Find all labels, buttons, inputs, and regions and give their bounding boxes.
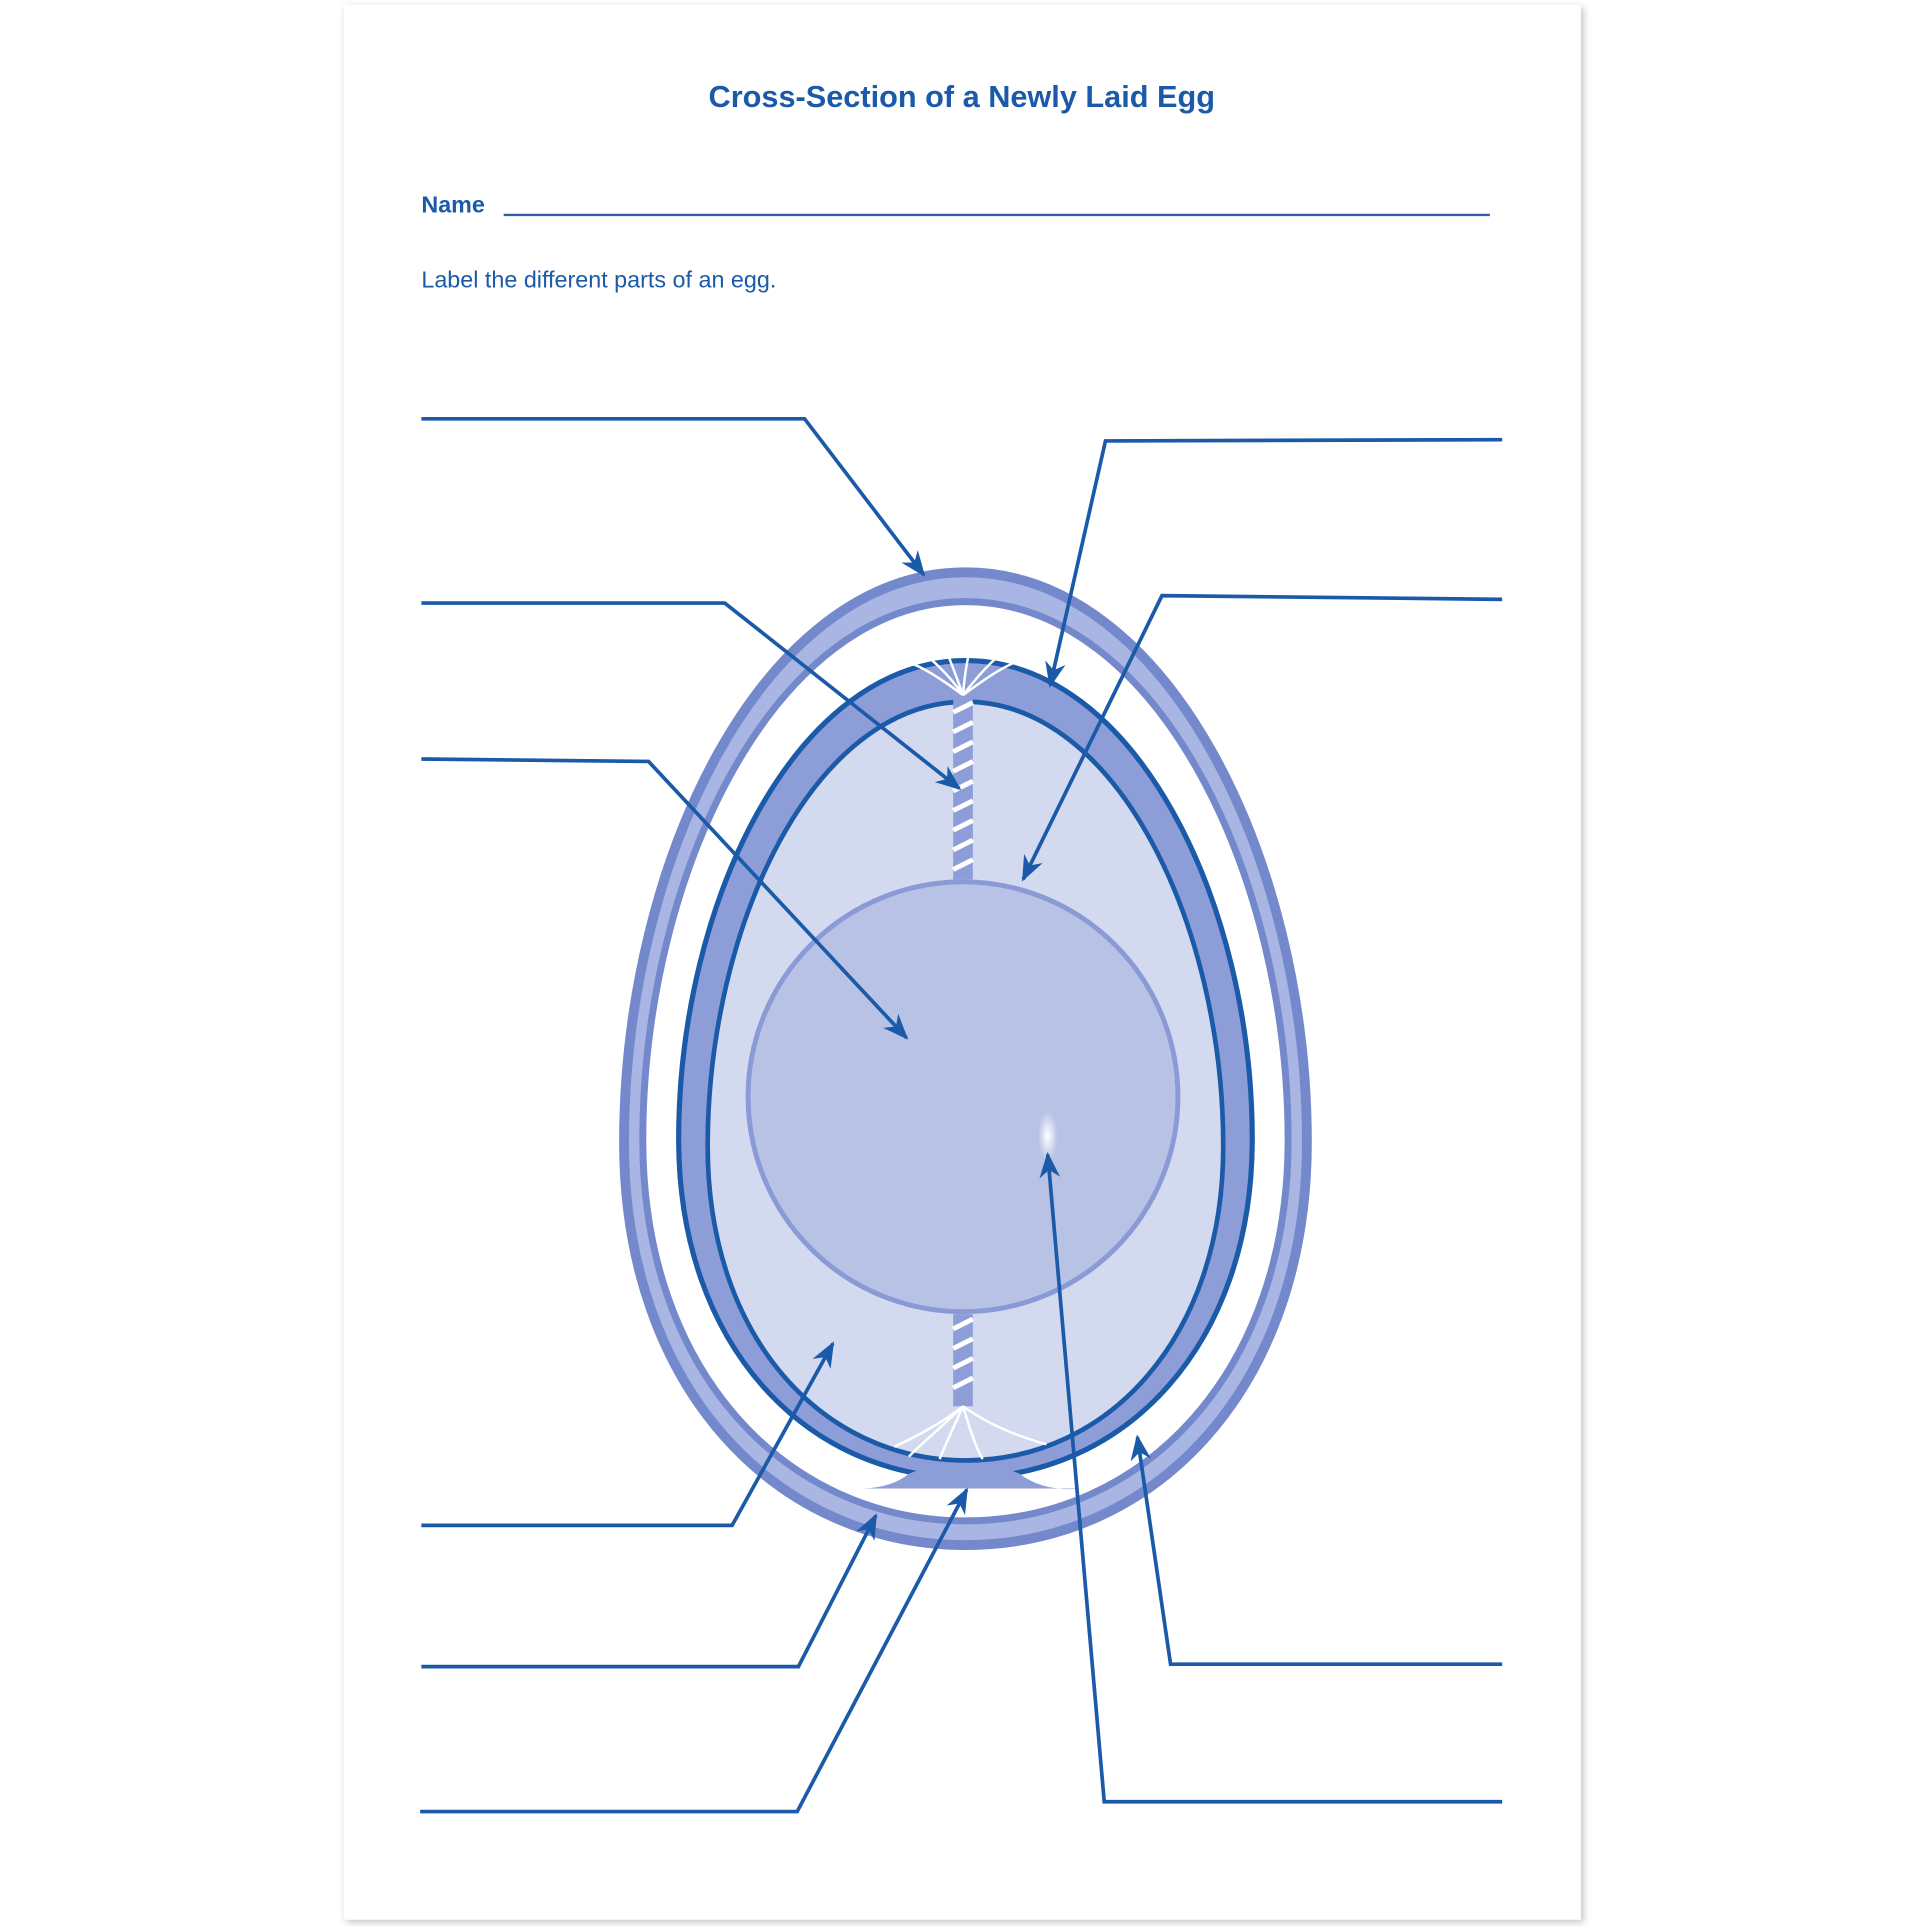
- egg-diagram: [624, 572, 1307, 1545]
- germinal-disc: [1037, 1111, 1058, 1161]
- chalaza-bottom: [893, 1314, 1047, 1460]
- label-line-chalaza[interactable]: [421, 601, 962, 791]
- label-line-yolk[interactable]: [421, 757, 909, 1040]
- label-leaders: [420, 416, 1503, 1814]
- yolk-texture: [750, 884, 1176, 1310]
- chalaza-top: [902, 628, 1026, 880]
- label-line-inner-membrane[interactable]: [1130, 1434, 1503, 1667]
- name-label: Name: [421, 191, 485, 217]
- instruction-text: Label the different parts of an egg.: [421, 266, 776, 292]
- label-line-thick-albumen[interactable]: [421, 1341, 835, 1528]
- page-title: Cross-Section of a Newly Laid Egg: [709, 79, 1215, 114]
- label-line-germinal-disc[interactable]: [1039, 1151, 1503, 1804]
- air-cell: [859, 1461, 1081, 1490]
- label-line-vitelline-membrane[interactable]: [1021, 593, 1503, 882]
- label-line-shell[interactable]: [421, 416, 926, 577]
- label-line-thin-albumen[interactable]: [1045, 437, 1503, 688]
- label-line-air-cell[interactable]: [420, 1487, 969, 1814]
- label-line-outer-membrane[interactable]: [421, 1513, 878, 1669]
